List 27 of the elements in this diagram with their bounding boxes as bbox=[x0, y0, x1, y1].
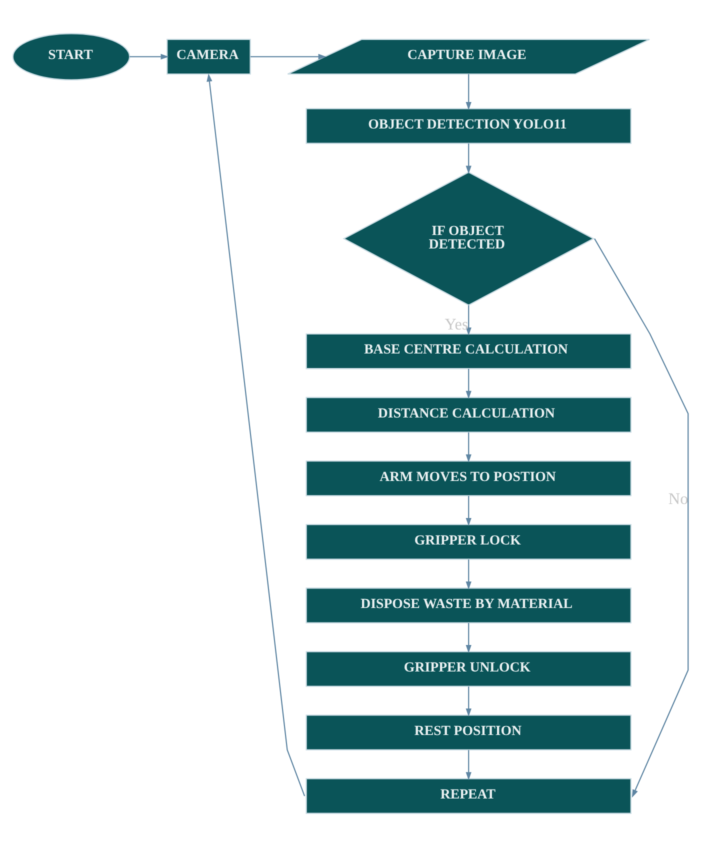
edge-label: Yes bbox=[444, 316, 468, 334]
arrow bbox=[466, 686, 472, 717]
node-box: OBJECT DETECTION YOLO11 bbox=[306, 108, 632, 144]
arrow bbox=[594, 238, 689, 798]
node-box: BASE CENTRE CALCULATION bbox=[306, 333, 632, 370]
node-box: DISPOSE WASTE BY MATERIAL bbox=[306, 588, 632, 624]
arrow bbox=[466, 432, 472, 463]
arrow bbox=[466, 74, 472, 110]
arrow bbox=[466, 496, 472, 526]
arrow bbox=[466, 559, 472, 590]
node-box: ARM MOVES TO POSTION bbox=[306, 460, 632, 496]
node-box: REPEAT bbox=[306, 778, 632, 814]
arrow bbox=[250, 54, 326, 60]
arrow bbox=[206, 73, 306, 796]
arrow bbox=[466, 750, 472, 780]
node-diamond: IF OBJECT DETECTED bbox=[342, 172, 595, 306]
node-box: DISTANCE CALCULATION bbox=[306, 396, 632, 433]
node-box: GRIPPER LOCK bbox=[306, 524, 632, 560]
arrow bbox=[466, 143, 472, 174]
node-ellipse: START bbox=[12, 33, 130, 80]
node-box: GRIPPER UNLOCK bbox=[306, 651, 632, 687]
node-box: REST POSITION bbox=[306, 714, 632, 750]
arrow bbox=[466, 623, 472, 654]
arrow bbox=[466, 305, 472, 336]
arrow bbox=[466, 368, 472, 399]
node-box: CAMERA bbox=[166, 38, 251, 75]
arrow bbox=[130, 54, 169, 60]
